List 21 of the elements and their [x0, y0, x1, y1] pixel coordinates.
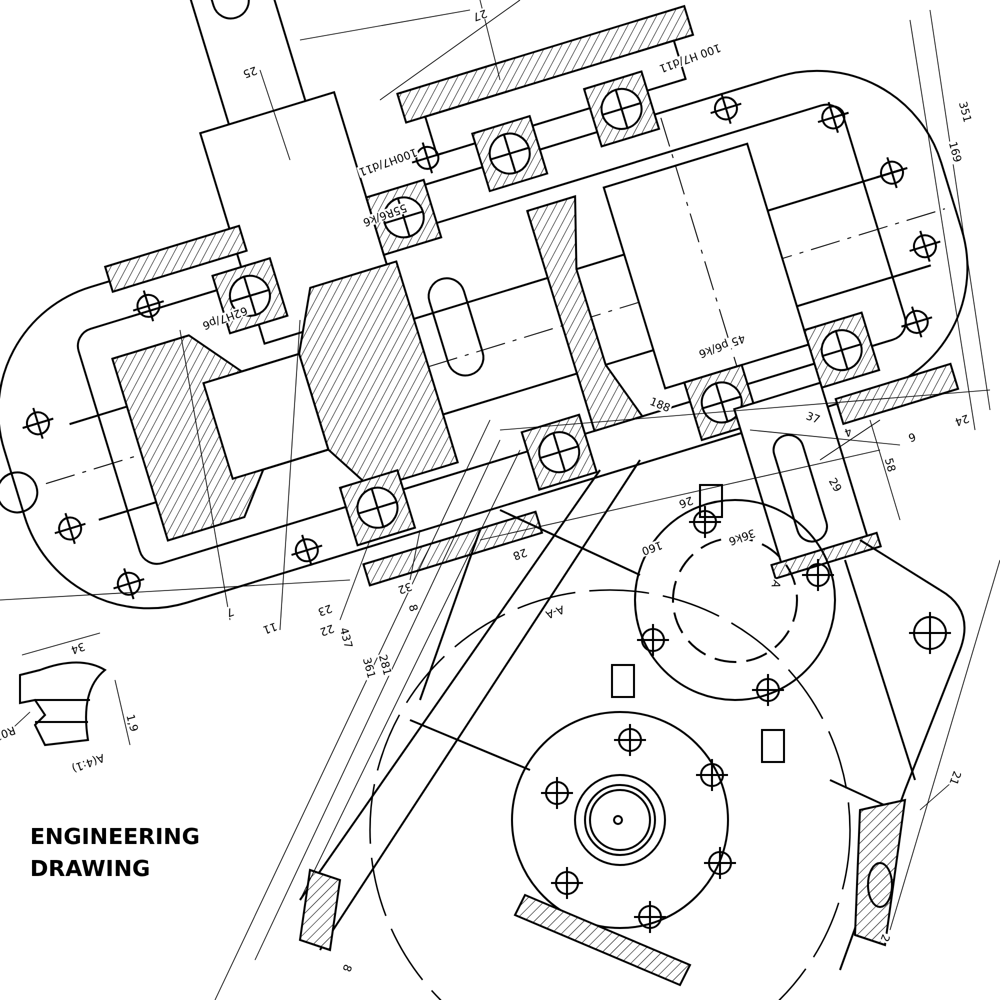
dimension-label: 8	[340, 962, 354, 974]
dimension-label: 58	[882, 456, 898, 474]
dimension-label: 26	[676, 494, 696, 510]
dimension-label: 361	[360, 655, 378, 681]
dimension-label: 1,9	[124, 712, 140, 734]
dimension-label: 188	[647, 396, 673, 414]
dimension-label: 281	[376, 652, 394, 678]
dimension-label: 8	[406, 602, 420, 614]
dimension-label: R0	[0, 724, 18, 740]
dimension-label: 351	[956, 99, 974, 125]
dimension-label: 34	[68, 640, 88, 656]
dimension-label: 25	[240, 64, 260, 80]
dimension-label: 22	[318, 622, 336, 638]
dimension-label: 32	[396, 580, 414, 596]
dimension-label: 23	[316, 602, 334, 618]
dimension-label: 11	[260, 620, 280, 636]
dimension-label: 169	[946, 139, 964, 165]
dimension-label: 24	[952, 412, 972, 428]
dimension-label: 6	[906, 430, 918, 444]
dimension-label: 28	[510, 546, 530, 562]
dimension-label: 21	[947, 768, 963, 788]
